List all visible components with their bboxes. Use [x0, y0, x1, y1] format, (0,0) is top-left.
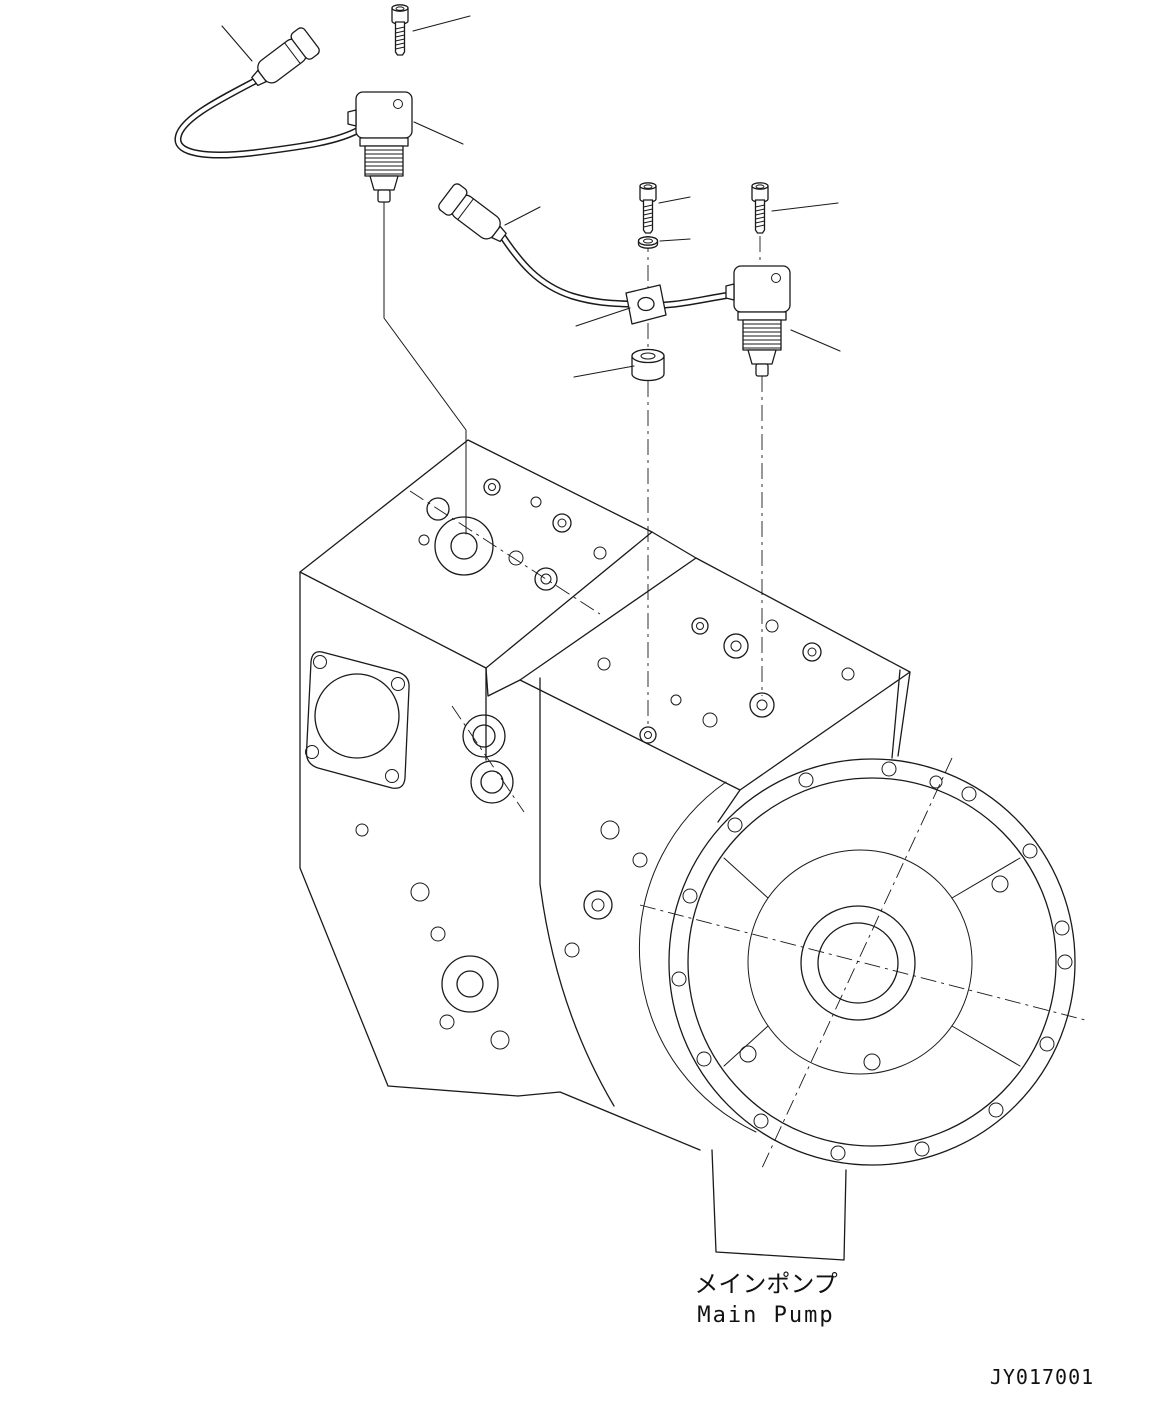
leader-washer [659, 238, 691, 242]
leader-bolt-top [412, 15, 471, 32]
pump-centerlines [639, 757, 1086, 1169]
projection-lines [383, 201, 763, 727]
leader-lines [221, 15, 841, 378]
sensor-cable-2 [499, 233, 741, 309]
pump-front-face [299, 571, 519, 1097]
leader-bolt-b [771, 202, 839, 212]
leader-sensor-1 [413, 121, 464, 145]
bolt-a [639, 182, 657, 234]
pump-top-face-1 [299, 439, 653, 669]
leader-connector-1 [221, 25, 253, 62]
caption-japanese: メインポンプ [694, 1270, 837, 1298]
drawing-number: JY017001 [990, 1365, 1094, 1389]
spacer-collar [631, 348, 665, 382]
main-pump-body [299, 439, 1086, 1261]
cable-clamp [625, 284, 667, 325]
connector-plug-2 [436, 181, 514, 251]
caption-english: Main Pump [697, 1303, 834, 1328]
sensor-cable-1 [174, 77, 366, 159]
pressure-sensor-2 [725, 265, 791, 377]
sensor1-assembly-line [383, 201, 467, 535]
leader-connector-2 [504, 206, 541, 226]
leader-sensor-2 [790, 329, 841, 352]
leader-bolt-a [658, 196, 691, 204]
leader-clamp [575, 307, 631, 327]
pump-mid-housing [451, 669, 911, 1151]
pump-flange [638, 758, 1076, 1261]
leader-spacer [573, 365, 635, 378]
washer [637, 236, 659, 249]
bolt-top [391, 4, 409, 56]
connector-plug-1 [244, 25, 322, 95]
bolt-b [751, 182, 769, 234]
pressure-sensor-1 [347, 91, 413, 203]
